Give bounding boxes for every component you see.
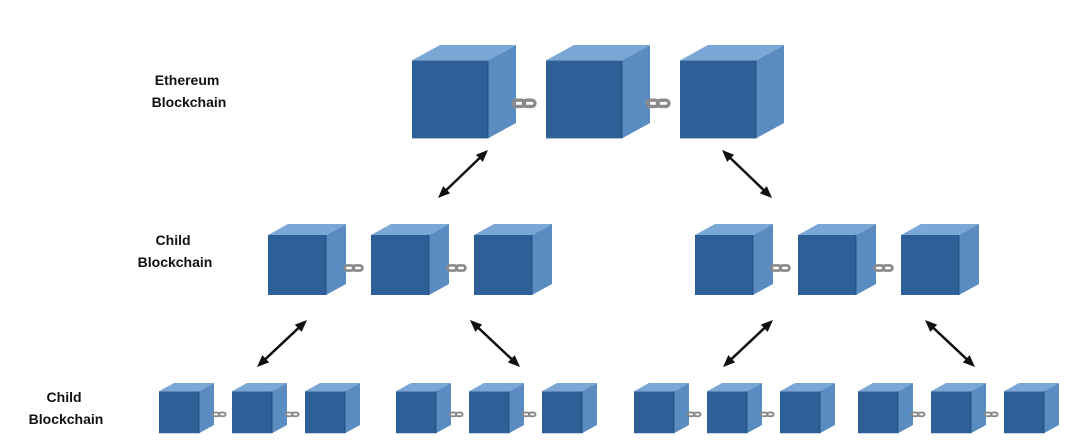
block-cube	[695, 224, 773, 295]
tier-label-child-bottom: Child Blockchain	[29, 389, 104, 427]
tier-label-ethereum: Ethereum Blockchain	[152, 72, 227, 110]
chain-link-icon	[285, 411, 300, 418]
block-cube	[412, 45, 516, 139]
block-cube	[474, 224, 552, 295]
chain-link-icon	[212, 411, 227, 418]
double-arrow-icon	[925, 320, 975, 367]
grandchild-chain-2	[396, 383, 597, 434]
block-cube	[232, 383, 287, 434]
block-cube	[680, 45, 784, 139]
block-cube	[305, 383, 360, 434]
block-cube	[469, 383, 524, 434]
chain-link-icon	[343, 264, 364, 272]
chain-link-icon	[687, 411, 702, 418]
chain-layer	[159, 45, 1059, 434]
grandchild-chain-1	[159, 383, 360, 434]
block-cube	[268, 224, 346, 295]
child-chain-right	[695, 224, 979, 295]
block-cube	[798, 224, 876, 295]
double-arrow-icon	[470, 320, 520, 367]
chain-link-icon	[760, 411, 775, 418]
grandchild-chain-4	[858, 383, 1059, 434]
chain-link-icon	[873, 264, 894, 272]
chain-link-icon	[446, 264, 467, 272]
double-arrow-icon	[438, 150, 488, 198]
block-cube	[546, 45, 650, 139]
chain-link-icon	[645, 98, 671, 109]
block-cube	[780, 383, 835, 434]
block-cube	[371, 224, 449, 295]
tier-label-child-middle: Child Blockchain	[138, 232, 213, 270]
chain-link-icon	[511, 98, 537, 109]
block-cube	[396, 383, 451, 434]
block-cube	[901, 224, 979, 295]
block-cube	[707, 383, 762, 434]
arrow-layer	[257, 150, 975, 367]
block-cube	[1004, 383, 1059, 434]
ethereum-chain	[412, 45, 784, 139]
chain-link-icon	[449, 411, 464, 418]
grandchild-chain-3	[634, 383, 835, 434]
chain-link-icon	[522, 411, 537, 418]
block-cube	[159, 383, 214, 434]
chain-link-icon	[770, 264, 791, 272]
double-arrow-icon	[722, 150, 772, 198]
child-chain-left	[268, 224, 552, 295]
chain-link-icon	[984, 411, 999, 418]
block-cube	[634, 383, 689, 434]
block-cube	[858, 383, 913, 434]
block-cube	[542, 383, 597, 434]
double-arrow-icon	[723, 320, 773, 367]
double-arrow-icon	[257, 320, 307, 367]
block-cube	[931, 383, 986, 434]
chain-link-icon	[911, 411, 926, 418]
